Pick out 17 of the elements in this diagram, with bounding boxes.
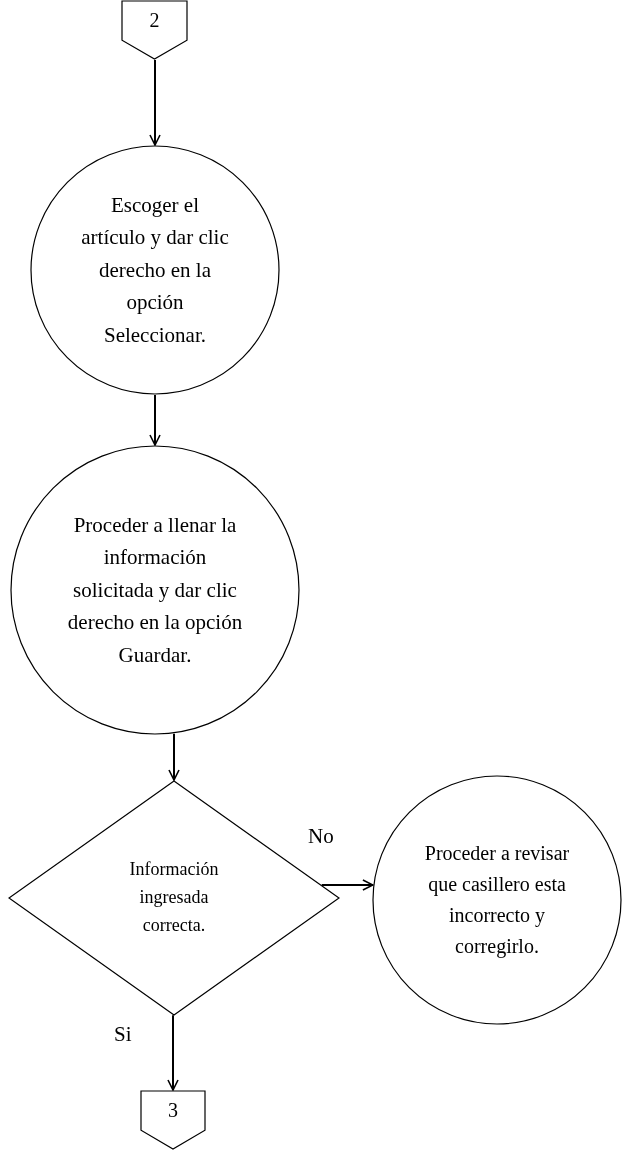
process-circle — [30, 145, 280, 395]
process-circle — [372, 775, 622, 1025]
node-text: 2 — [149, 7, 160, 33]
arrow — [149, 394, 161, 446]
offpage-connector — [121, 0, 188, 60]
node-text: 3 — [168, 1097, 178, 1123]
node-text: Escoger el artículo y dar clic derecho en la opción Seleccionar. — [80, 191, 230, 349]
arrow — [149, 59, 161, 146]
node-text: Información ingresada correcta. — [128, 858, 220, 937]
offpage-connector — [140, 1090, 206, 1150]
decision-diamond — [8, 780, 340, 1016]
arrow — [167, 1014, 179, 1091]
node-text: Proceder a llenar la información solicitada y dar clic derecho en la opción Guardar. — [66, 511, 244, 669]
process-circle — [10, 445, 300, 735]
arrow — [320, 879, 374, 891]
arrow — [168, 732, 180, 781]
node-text: Proceder a revisar que casillero esta incorrecto y corregirlo. — [423, 841, 571, 960]
